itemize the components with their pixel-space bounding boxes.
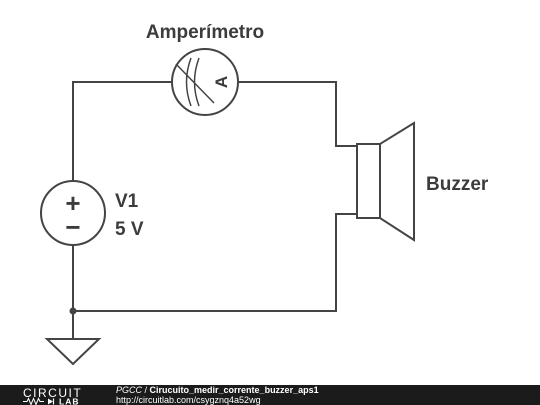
wire-buzzer-bottom (73, 213, 357, 312)
circuit-name: Cirucuito_medir_corrente_buzzer_aps1 (149, 385, 319, 395)
logo-circuit-text: CIRCUIT (23, 386, 82, 400)
voltage-source-body (40, 180, 106, 246)
buzzer-label: Buzzer (426, 174, 489, 195)
footer-bar: CIRCUIT LAB PGCC / Cirucuito_medir_corre… (0, 385, 540, 405)
circuit-schematic: + − V1 5 V A Amperímetro Buzzer (40, 22, 489, 366)
footer-text: PGCC / Cirucuito_medir_corrente_buzzer_a… (116, 385, 319, 405)
wire-ammeter-to-buzzer (239, 81, 357, 147)
logo-lab-text: LAB (59, 397, 79, 405)
source-value-label: 5 V (115, 219, 144, 240)
source-name-label: V1 (115, 191, 139, 212)
logo-resistor-zigzag (23, 397, 44, 405)
wires (72, 81, 357, 339)
source-minus-sign: − (65, 212, 80, 242)
buzzer-body (356, 143, 381, 219)
ammeter-scale-arc-1 (185, 57, 192, 107)
wire-left-top (72, 81, 172, 181)
footer-title-line: PGCC / Cirucuito_medir_corrente_buzzer_a… (116, 385, 319, 395)
ammeter-symbol: A (212, 76, 231, 88)
ammeter-needle (175, 63, 215, 104)
ammeter: A (171, 48, 239, 116)
voltage-source-v1: + − (40, 180, 106, 246)
circuit-url[interactable]: http://circuitlab.com/csygznq4a52wg (116, 395, 261, 405)
logo-diode-triangle (48, 398, 53, 405)
ammeter-label: Amperímetro (146, 22, 264, 43)
project-name: PGCC (116, 385, 143, 395)
ground-symbol (44, 338, 102, 366)
circuitlab-logo: CIRCUIT LAB (23, 386, 82, 405)
buzzer-cone (379, 121, 415, 242)
buzzer (356, 121, 415, 242)
source-plus-sign: + (65, 188, 80, 218)
junction-dot (69, 307, 77, 315)
title-separator: / (142, 385, 150, 395)
